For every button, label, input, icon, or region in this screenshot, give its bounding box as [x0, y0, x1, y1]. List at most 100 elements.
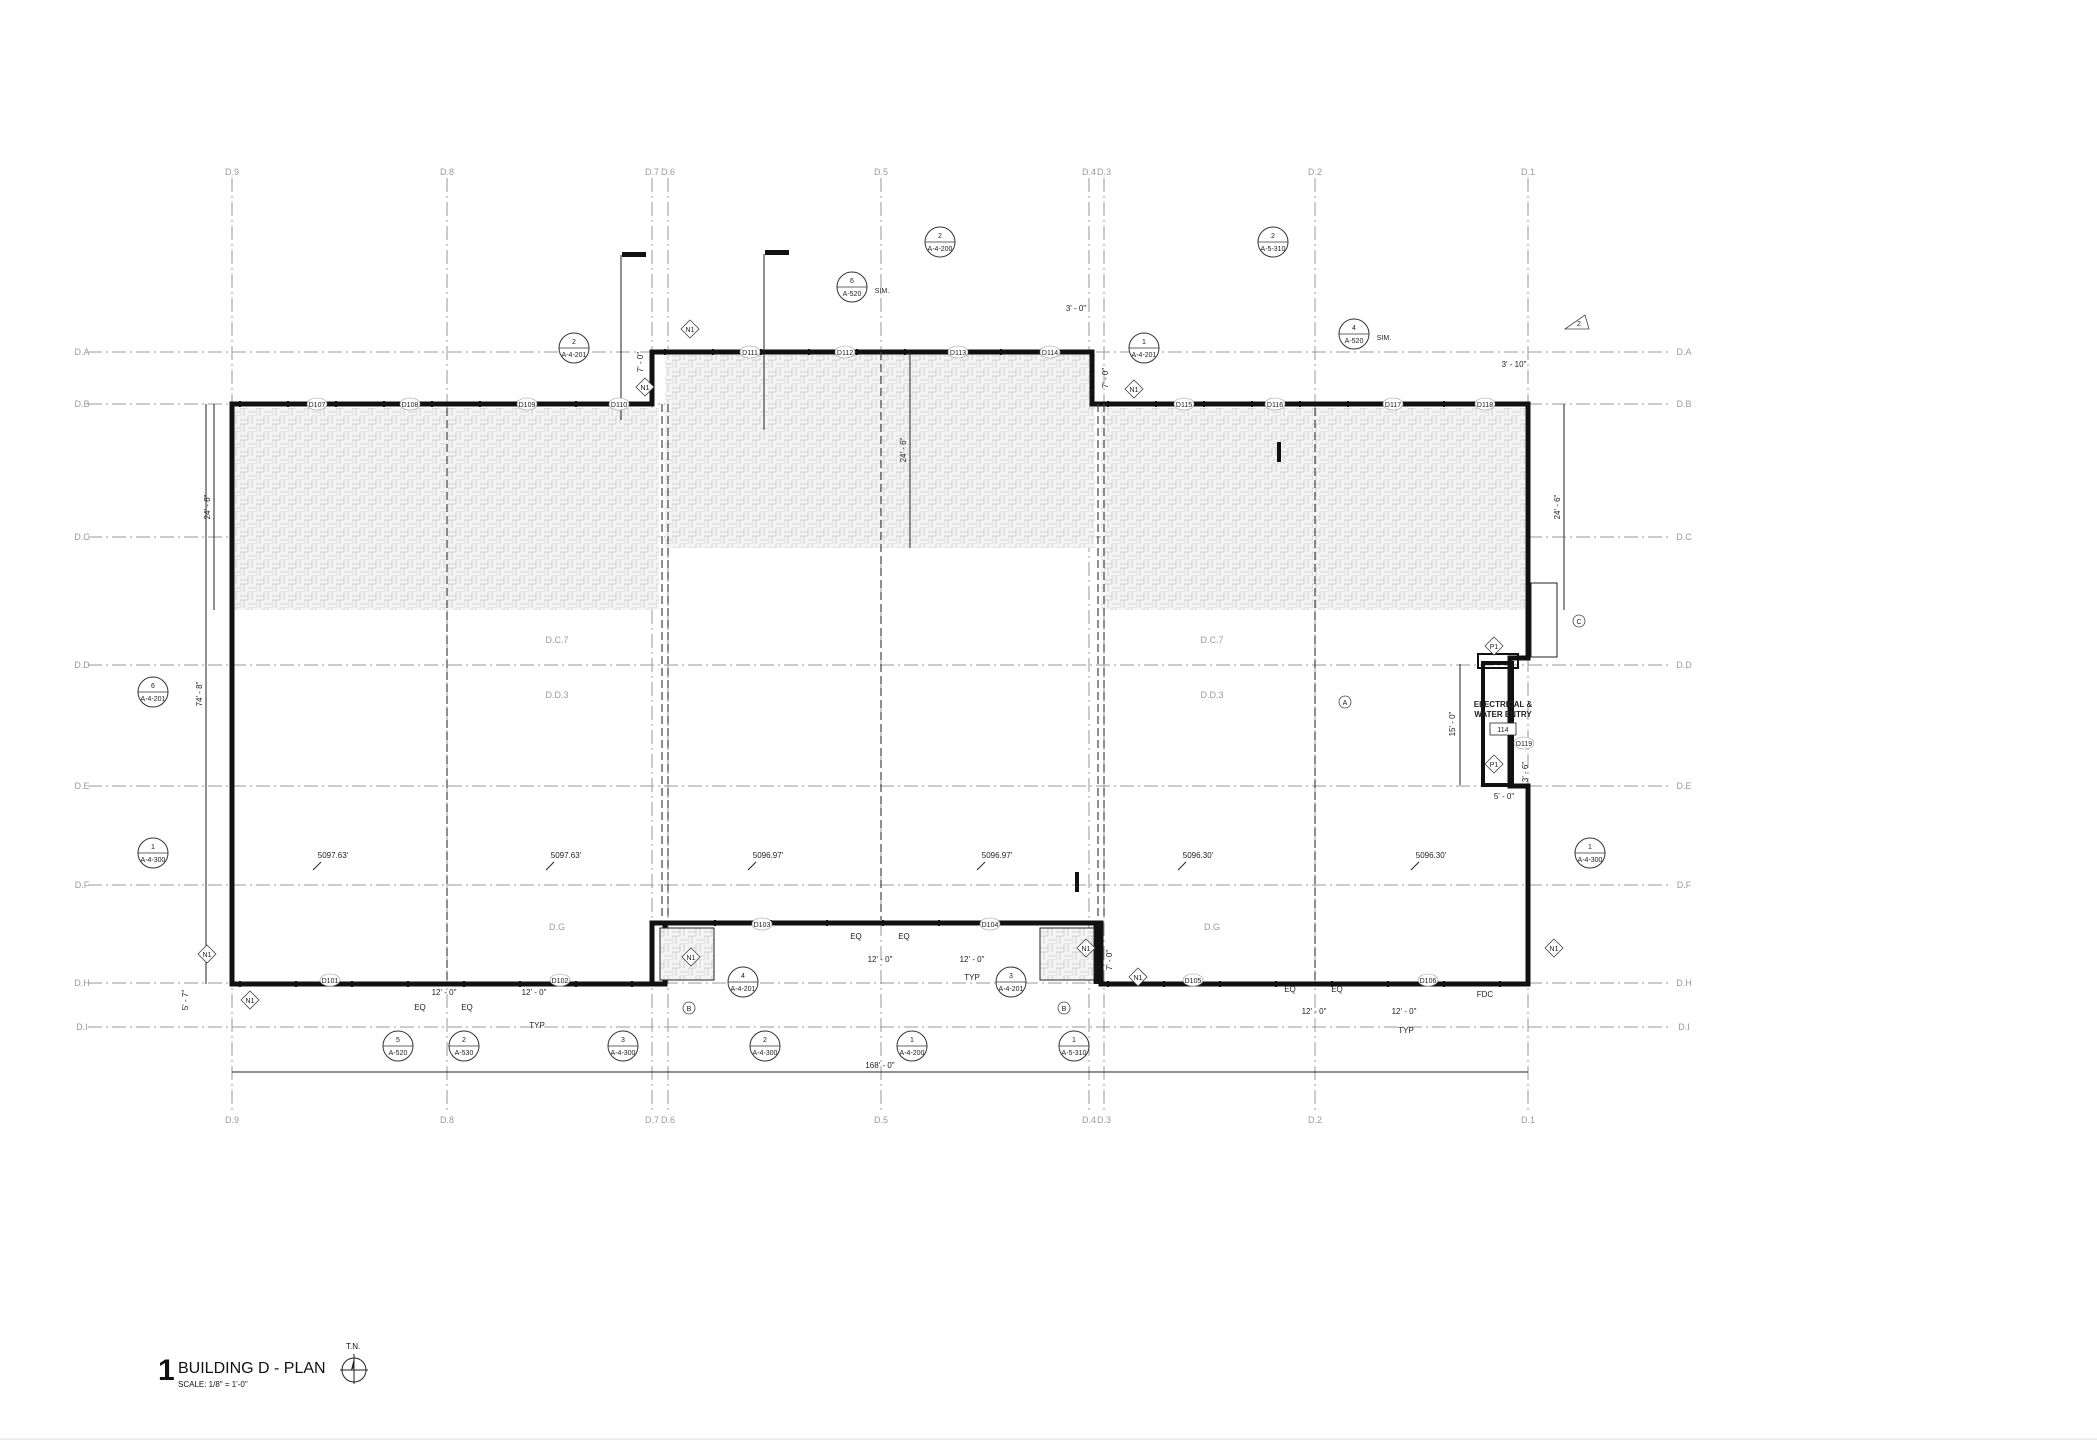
door-tag: D115	[1176, 402, 1192, 409]
grid-label-col-bottom: D.4	[1082, 1115, 1096, 1125]
door-tag: D111	[742, 350, 758, 357]
section-callout-number: 4	[741, 973, 745, 980]
keynote-diamond	[197, 944, 217, 964]
grid-label-row-left: D.D	[74, 660, 90, 670]
elevation-leader	[312, 861, 322, 871]
grid-label-row-left: D.A	[74, 347, 89, 357]
door-tag-bubble	[608, 397, 630, 411]
keynote-tag: N1	[1134, 975, 1143, 982]
grid-label-row-left: D.E	[74, 781, 89, 791]
section-callout-sheet: A-4-201	[141, 696, 166, 703]
door-tag-bubble	[319, 973, 341, 987]
grid-label-col-top: D.7	[645, 167, 659, 177]
keynote-diamond	[1544, 938, 1564, 958]
spot-elevation: 5096.97'	[982, 851, 1013, 860]
room-number: 114	[1497, 727, 1508, 734]
keynote-diamond	[1484, 754, 1504, 774]
door-tag: D103	[754, 922, 771, 929]
door-tag-bubble	[1182, 973, 1204, 987]
elevation-tags: 5097.63'5097.63'5096.97'5096.97'5096.30'…	[312, 851, 1447, 871]
keynote-tag: N1	[1082, 946, 1091, 953]
dimension-text: 12' - 0"	[432, 988, 457, 997]
bottom-wall-bumps	[649, 920, 1099, 984]
bottom-block-right	[1039, 927, 1095, 981]
dimension-text: EQ	[461, 1003, 473, 1012]
grid-label-col-top: D.2	[1308, 167, 1322, 177]
door-tag-bubble	[1513, 736, 1535, 750]
grid-lines	[88, 178, 1672, 1110]
reference-bubble	[682, 1001, 696, 1015]
grid-label-row-left: D.F	[75, 880, 90, 890]
dimension-text: EQ	[1284, 985, 1296, 994]
dimension-text: 24' - 6"	[203, 494, 212, 519]
section-callout-sheet: A-4-201	[999, 986, 1024, 993]
door-tag: D107	[309, 402, 326, 409]
section-callout-sheet: A-5-310	[1062, 1050, 1087, 1057]
door-tag: D113	[950, 350, 966, 357]
dimension-text: 3' - 6"	[1521, 762, 1530, 783]
keynote-tag: B	[687, 1006, 692, 1013]
dimension-text: 168' - 0"24' - 6"24' - 6"24' - 6"74' - 8…	[181, 304, 1562, 1070]
door-tag: D112	[837, 350, 853, 357]
dimension-text: EQ	[414, 1003, 426, 1012]
grid-label-row-right: D.E	[1676, 781, 1691, 791]
north-arrow: T.N.	[340, 1342, 376, 1392]
grid-label-row-left: D.B	[74, 399, 89, 409]
dimension-text: 3' - 10"	[1502, 360, 1527, 369]
page-footer-rule	[0, 1438, 2097, 1440]
section-callout-sheet: A-4-201	[562, 352, 587, 359]
section-callout-number: 6	[850, 278, 854, 285]
section-callout-sheet: A-4-300	[141, 857, 166, 864]
section-callout-sheet: A-520	[843, 291, 862, 298]
dimension-text: 5' - 7"	[181, 990, 190, 1011]
spot-elevation: 5096.30'	[1416, 851, 1447, 860]
interior-grid-label: D.D.3	[1200, 690, 1223, 700]
dimension-text: TYP	[1398, 1026, 1414, 1035]
section-callout-number: 6	[151, 683, 155, 690]
drawing-title: BUILDING D - PLAN	[178, 1360, 326, 1377]
spot-elevation: 5096.97'	[753, 851, 784, 860]
door-tag: D119	[1516, 741, 1532, 748]
door-tag: D105	[1185, 978, 1202, 985]
section-callout-sheet: A-4-200	[928, 246, 953, 253]
keynote-diamond	[680, 319, 700, 339]
spot-elevation: 5096.30'	[1183, 851, 1214, 860]
door-tag: D110	[611, 402, 627, 409]
reference-bubble	[1338, 695, 1352, 709]
door-tag-bubble	[1039, 345, 1061, 359]
section-callout-number: 1	[151, 844, 155, 851]
dimension-text: 12' - 0"	[1392, 1007, 1417, 1016]
elevation-leader	[976, 861, 986, 871]
grid-label-row-right: D.I	[1678, 1022, 1690, 1032]
section-callout-sheet: A-4-300	[611, 1050, 636, 1057]
door-tag: D102	[552, 978, 569, 985]
door-tag-bubble	[834, 345, 856, 359]
grid-label-col-bottom: D.2	[1308, 1115, 1322, 1125]
door-tag-bubble	[516, 397, 538, 411]
section-callout-note: SIM.	[1377, 335, 1391, 342]
grid-label-col-bottom: D.9	[225, 1115, 239, 1125]
elevation-leader	[1410, 861, 1420, 871]
door-tag-bubble	[1417, 973, 1439, 987]
keynote-tag: B	[1062, 1006, 1067, 1013]
reference-bubble	[1057, 1001, 1071, 1015]
grid-label-col-top: D.9	[225, 167, 239, 177]
grid-label-col-bottom: D.7	[645, 1115, 659, 1125]
section-callout-number: 3	[621, 1037, 625, 1044]
interior-grid-label: D.G	[549, 922, 565, 932]
reference-bubble	[1572, 614, 1586, 628]
grid-label-col-top: D.4	[1082, 167, 1096, 177]
keynote-tag: P1	[1490, 644, 1499, 651]
elevation-leader	[747, 861, 757, 871]
grid-label-col-bottom: D.1	[1521, 1115, 1535, 1125]
dimension-text: FDC	[1477, 990, 1494, 999]
keynote-tag: P1	[1490, 762, 1499, 769]
door-tag: D118	[1477, 402, 1493, 409]
interior-grid-label: D.D.3	[545, 690, 568, 700]
dimension-text: 168' - 0"	[865, 1061, 894, 1070]
section-callout-number: 3	[1009, 973, 1013, 980]
dimension-text: 7' - 0"	[1105, 950, 1114, 971]
